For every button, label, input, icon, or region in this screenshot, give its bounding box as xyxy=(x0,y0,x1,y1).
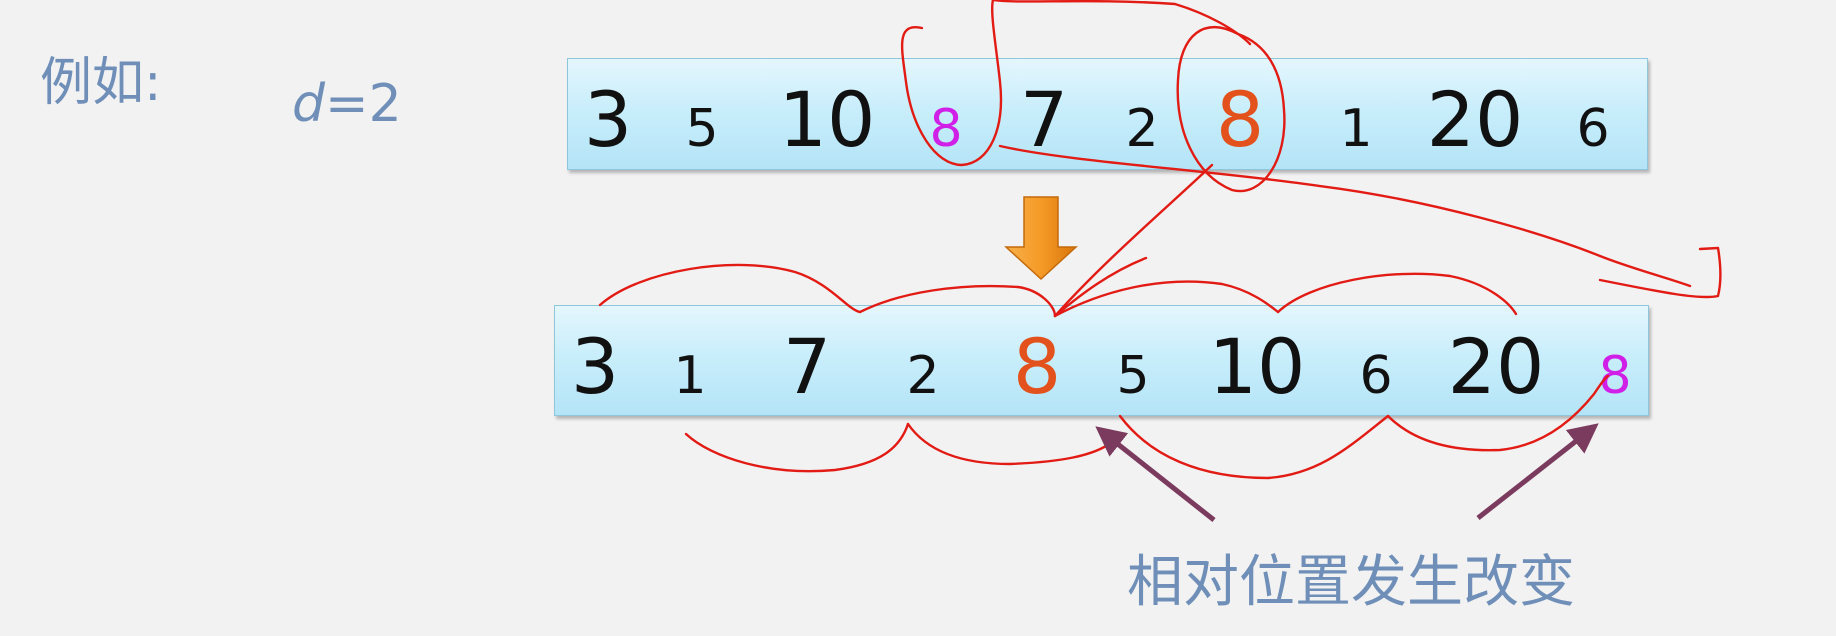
array-before-cell-1: 5 xyxy=(685,99,719,159)
pointer-arrow-icon xyxy=(1476,423,1599,520)
array-after-cell-8: 20 xyxy=(1447,322,1545,411)
relative-position-caption: 相对位置发生改变 xyxy=(1127,550,1575,615)
array-before-cell-7: 1 xyxy=(1339,99,1373,159)
array-after-cell-7: 6 xyxy=(1359,346,1393,406)
array-before-cell-3: 8 xyxy=(929,99,963,159)
array-before-cell-6: 8 xyxy=(1215,75,1265,164)
array-after-cell-5: 5 xyxy=(1116,346,1150,406)
annotation-bottom-arc-1 xyxy=(684,422,910,473)
array-before-cell-0: 3 xyxy=(583,75,633,164)
increment-value: =2 xyxy=(325,74,402,134)
increment-variable: d xyxy=(292,74,326,134)
array-after-cell-1: 1 xyxy=(673,346,707,406)
array-after-cell-2: 7 xyxy=(782,322,832,411)
array-after-cell-4: 8 xyxy=(1012,322,1062,411)
annotation-bottom-arc-2 xyxy=(906,422,1114,466)
array-after-cell-6: 10 xyxy=(1208,322,1306,411)
pointer-arrow-icon xyxy=(1095,426,1216,522)
annotation-bottom-arc-3 xyxy=(1118,414,1390,480)
array-before-cell-8: 20 xyxy=(1426,75,1524,164)
array-after-cell-0: 3 xyxy=(570,322,620,411)
array-after-cell-9: 8 xyxy=(1598,346,1632,406)
array-before-cell-9: 6 xyxy=(1576,99,1610,159)
down-arrow-icon xyxy=(1004,196,1078,281)
increment-label: d=2 xyxy=(292,74,402,134)
array-after-cell-3: 2 xyxy=(906,346,940,406)
annotation-loop-top xyxy=(991,0,1252,46)
example-label: 例如: xyxy=(40,53,162,113)
array-before-cell-5: 2 xyxy=(1125,99,1159,159)
array-before-cell-4: 7 xyxy=(1019,75,1069,164)
annotation-right-hook xyxy=(1598,246,1722,299)
array-before-cell-2: 10 xyxy=(778,75,876,164)
